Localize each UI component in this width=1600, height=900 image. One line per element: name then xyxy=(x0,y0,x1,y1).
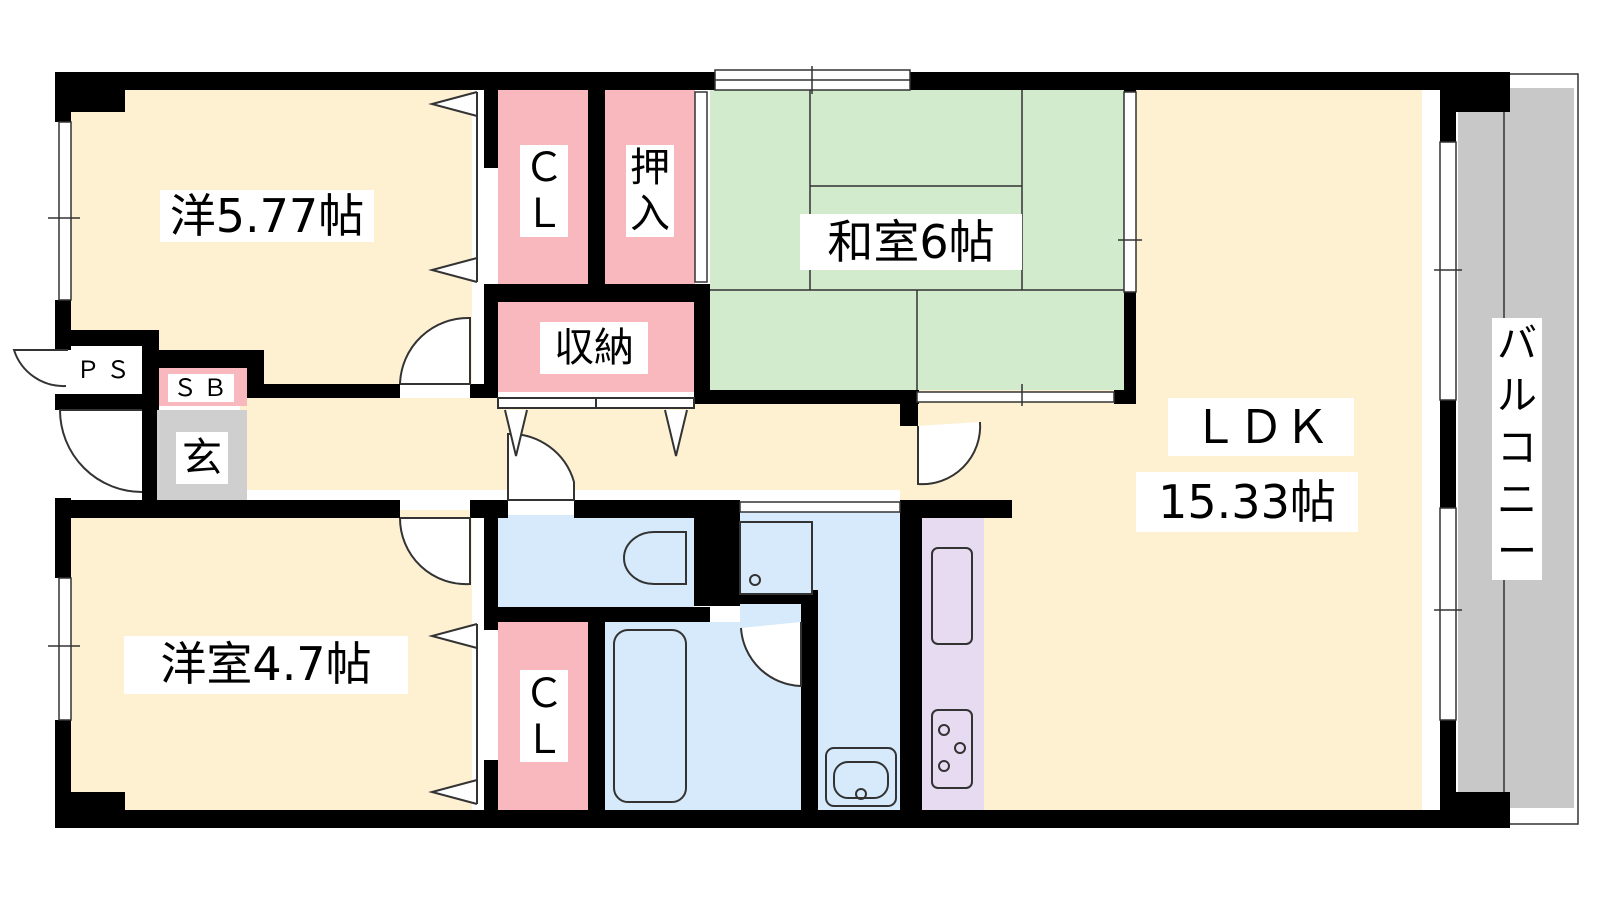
closet-1-label-top: Ｃ xyxy=(524,145,564,191)
windows xyxy=(48,66,1462,721)
western-room-1-label: 洋5.77帖 xyxy=(170,189,364,243)
closet-1-label-bottom: Ｌ xyxy=(524,191,564,237)
fixtures xyxy=(613,521,973,807)
western-room-2-label: 洋室4.7帖 xyxy=(160,637,371,691)
balcony-label-3: コ xyxy=(1497,425,1537,471)
ldk-size-label: 15.33帖 xyxy=(1158,475,1336,529)
bathtub-icon xyxy=(613,629,687,803)
balcony-label-1: バ xyxy=(1497,321,1537,367)
sink-icon xyxy=(931,547,973,645)
ps-label: ＰＳ xyxy=(76,356,136,384)
toilet-icon xyxy=(623,531,687,585)
storage-label: 収納 xyxy=(554,325,634,371)
sb-label: ＳＢ xyxy=(173,374,233,402)
oshiire-label-bottom: 入 xyxy=(630,191,670,237)
doors xyxy=(12,91,982,805)
balcony-label-4: ニ xyxy=(1497,477,1537,523)
stove-icon xyxy=(931,709,973,789)
ldk-upper-floor xyxy=(1110,88,1422,398)
ps-floor xyxy=(68,346,142,394)
ldk-label: ＬＤＫ xyxy=(1192,400,1330,454)
closet-2-label-top: Ｃ xyxy=(524,671,564,717)
walls xyxy=(55,72,1510,828)
balcony-label-2: ル xyxy=(1497,373,1537,419)
closet-2-label-bottom: Ｌ xyxy=(524,717,564,763)
entrance-label: 玄 xyxy=(182,435,222,481)
balcony-label-5: ー xyxy=(1497,529,1537,575)
washing-machine-icon xyxy=(739,521,813,595)
oshiire-label-top: 押 xyxy=(630,145,670,191)
japanese-room-label: 和室6帖 xyxy=(827,215,994,269)
room-labels: 洋5.77帖 Ｃ Ｌ 押 入 和室6帖 収納 ＬＤＫ 15.33帖 バ ル コ … xyxy=(76,145,1542,763)
